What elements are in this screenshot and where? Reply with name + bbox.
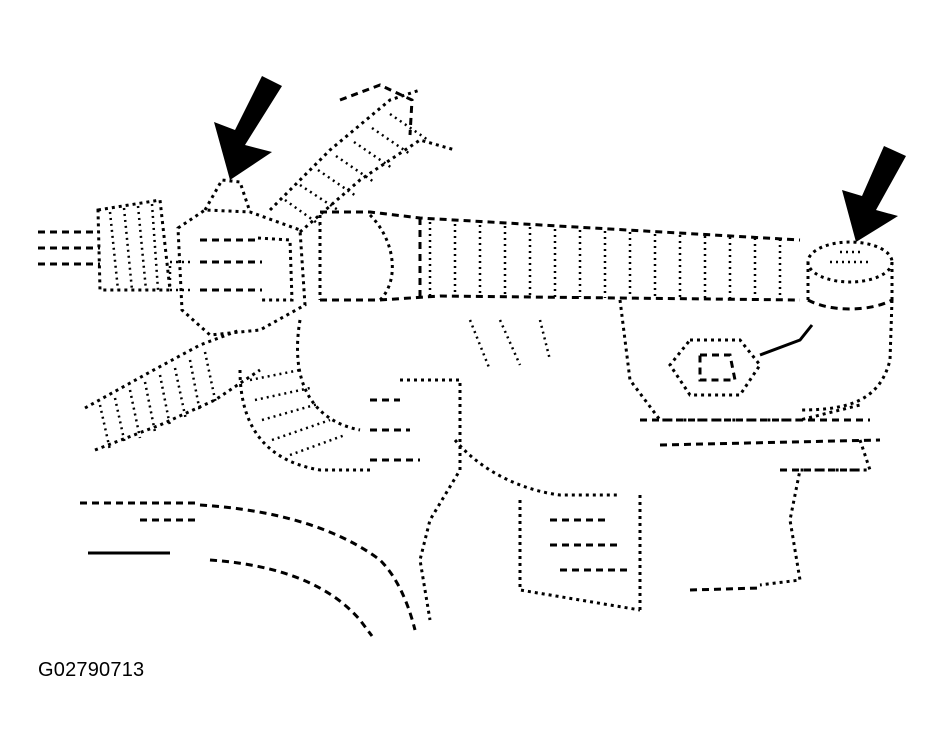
main-corrugated-pipe	[318, 210, 801, 302]
left-tube-stub	[38, 198, 172, 292]
lower-left-corrugated-hose	[84, 328, 261, 452]
lower-lines	[80, 501, 417, 637]
bent-hose	[238, 319, 370, 472]
callout-arrow-left	[214, 76, 282, 180]
figure-id-label: G02790713	[38, 659, 145, 681]
right-cap	[799, 240, 894, 412]
mounting-bracket	[618, 299, 881, 592]
left-connector	[168, 178, 307, 337]
mounting-nut	[668, 324, 814, 397]
central-fitting	[370, 319, 642, 621]
upper-corrugated-hose	[268, 83, 456, 234]
callout-arrow-right	[842, 146, 906, 242]
